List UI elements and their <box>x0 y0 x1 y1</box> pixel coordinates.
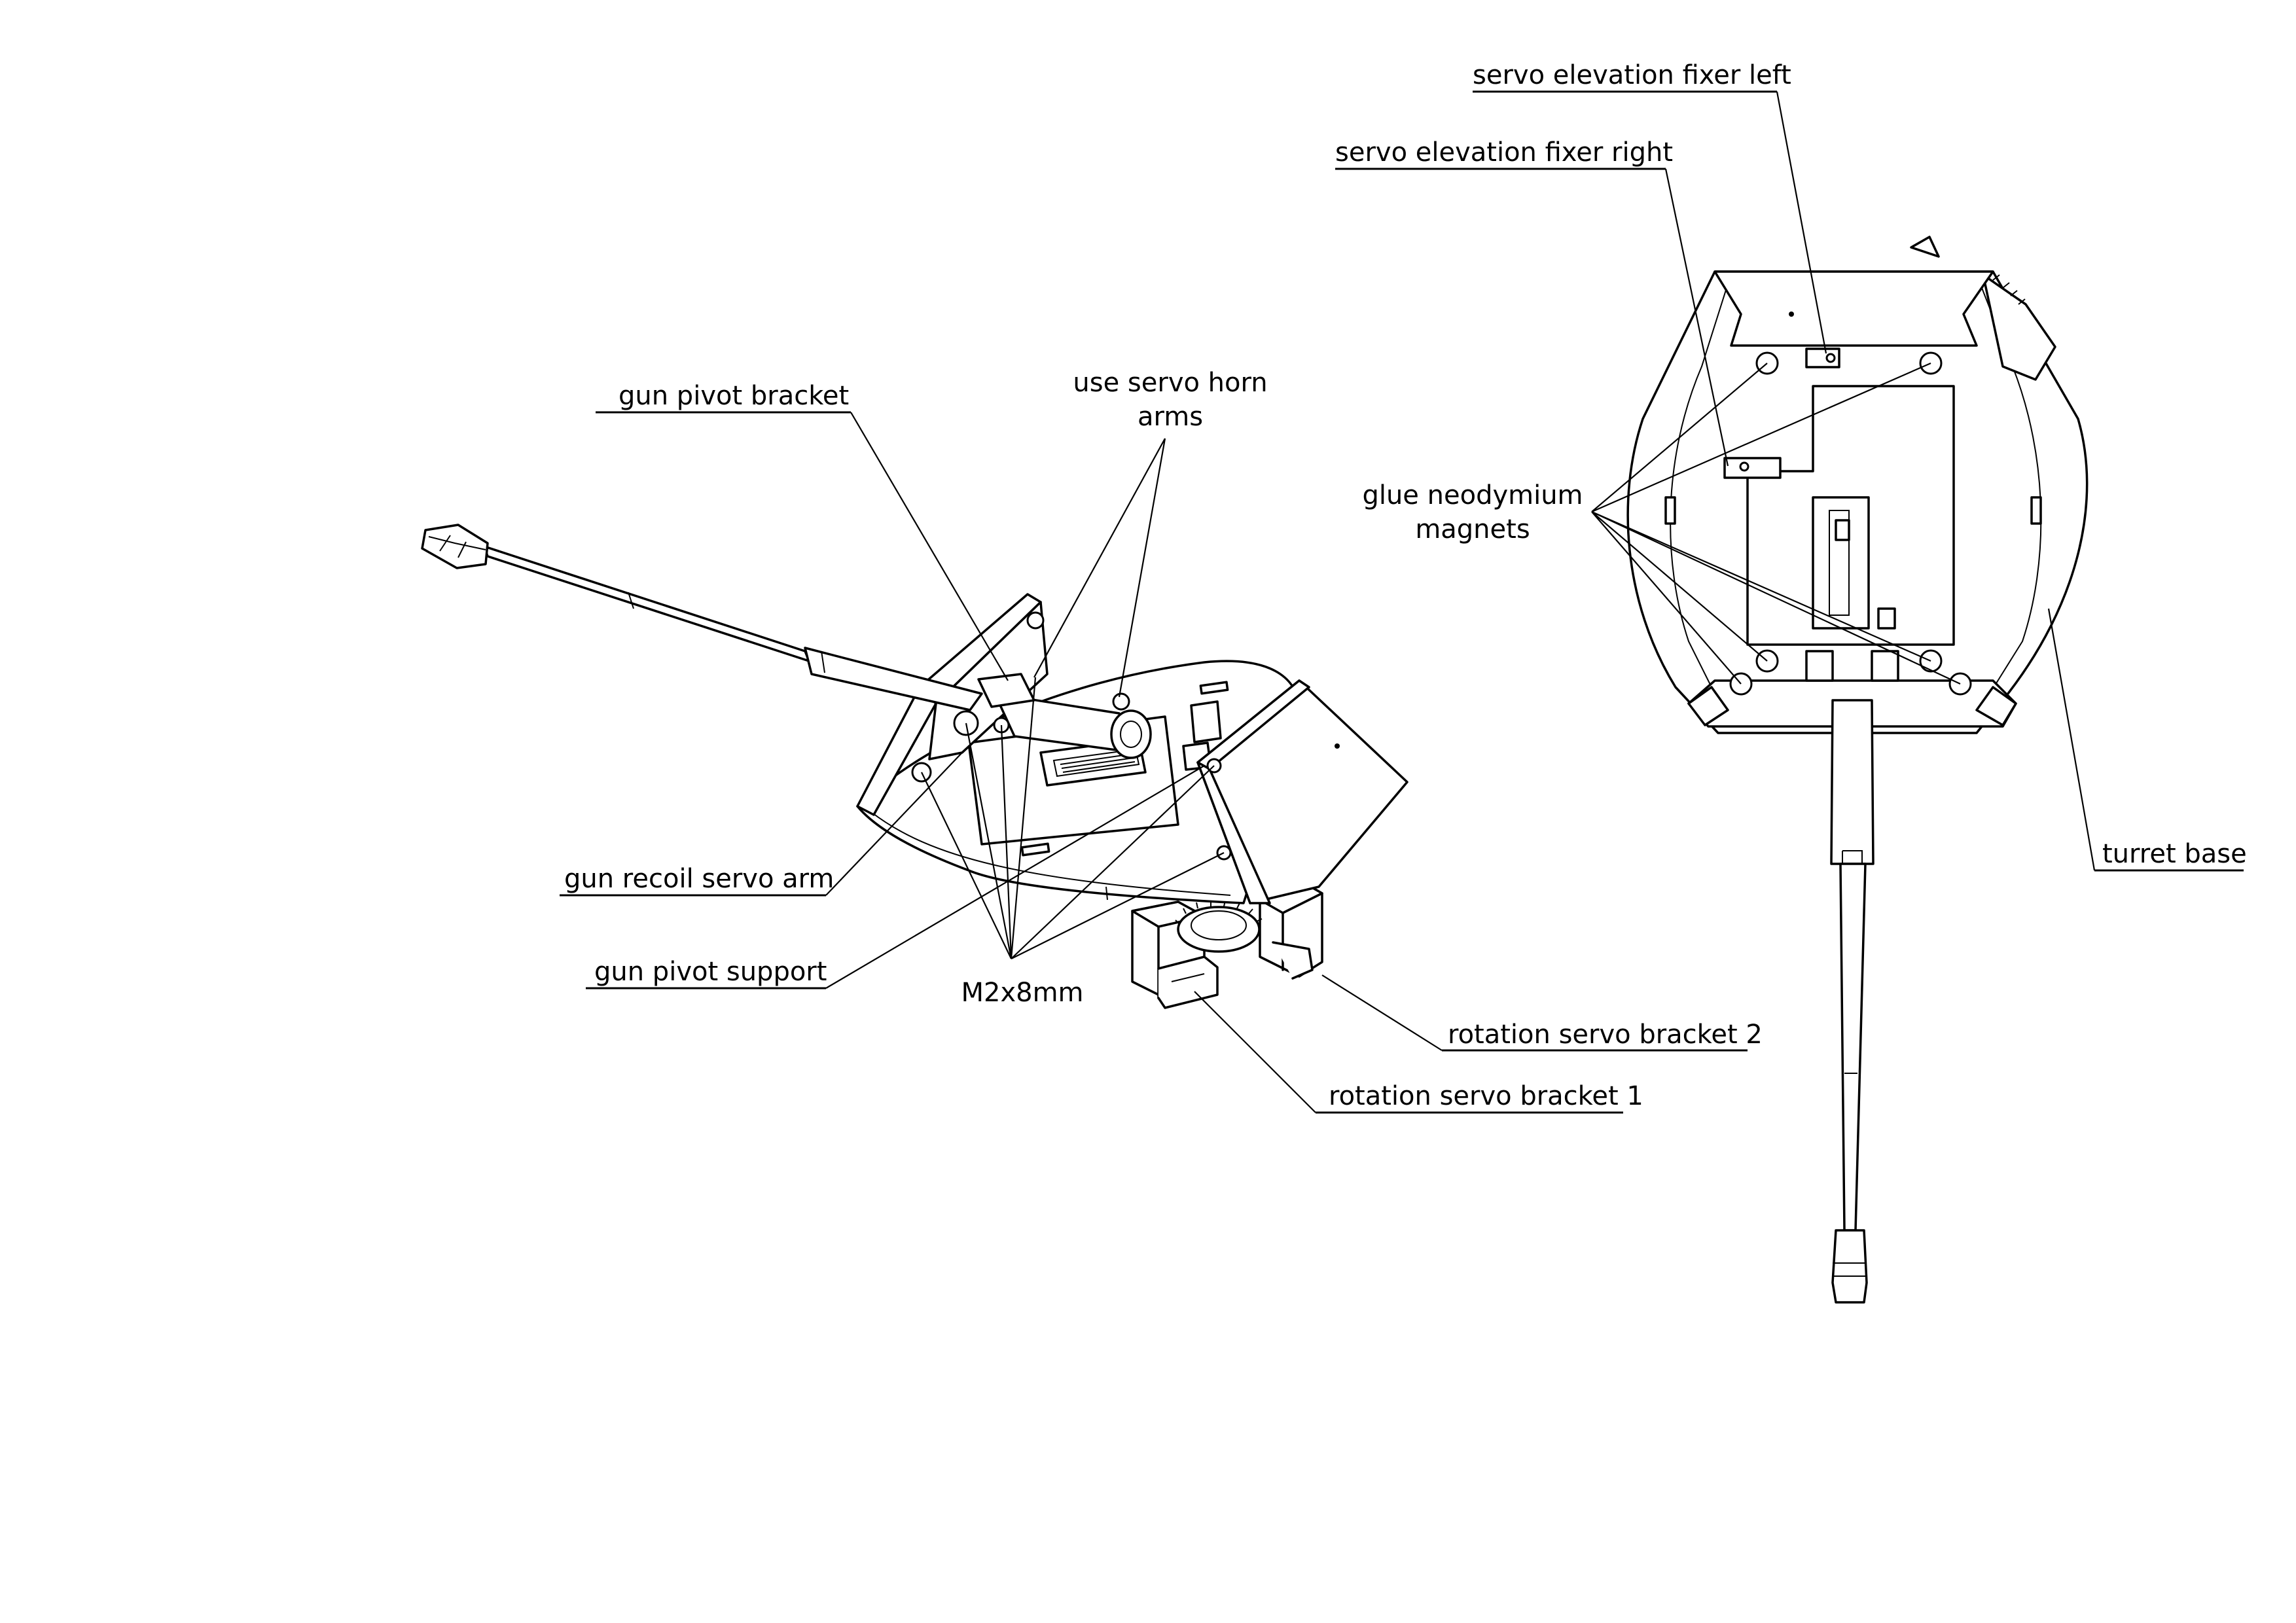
top-plate-part <box>1713 270 1994 375</box>
rotation-gear-part <box>1175 900 1263 953</box>
leader-lines <box>560 90 2244 1114</box>
label-gun-pivot-bracket: gun pivot bracket <box>619 381 849 411</box>
label-glue-neodymium-magnets-line2: magnets <box>1415 514 1530 544</box>
gun-pivot-support-part <box>1196 679 1408 904</box>
label-glue-neodymium-magnets-line1: glue neodymium <box>1362 480 1583 510</box>
gun-barrel-top-part <box>1830 699 1874 1304</box>
label-use-servo-horn-line2: arms <box>1138 402 1203 432</box>
servo-posts-part <box>1112 692 1222 771</box>
label-servo-elevation-fixer-left: servo elevation fixer left <box>1473 60 1791 90</box>
turret-top-view <box>1626 236 2089 1304</box>
label-use-servo-horn-line1: use servo horn <box>1073 368 1267 398</box>
label-rotation-servo-bracket-1: rotation servo bracket 1 <box>1329 1081 1643 1111</box>
label-gun-recoil-servo-arm: gun recoil servo arm <box>564 864 834 894</box>
callout-labels: servo elevation fixer left servo elevati… <box>564 60 2247 1111</box>
label-turret-base: turret base <box>2102 839 2247 869</box>
label-servo-elevation-fixer-right: servo elevation fixer right <box>1335 137 1673 168</box>
label-m2x8mm: M2x8mm <box>961 978 1083 1008</box>
label-rotation-servo-bracket-2: rotation servo bracket 2 <box>1448 1020 1763 1050</box>
gun-barrel-part <box>421 524 983 711</box>
label-gun-pivot-support: gun pivot support <box>594 957 827 987</box>
